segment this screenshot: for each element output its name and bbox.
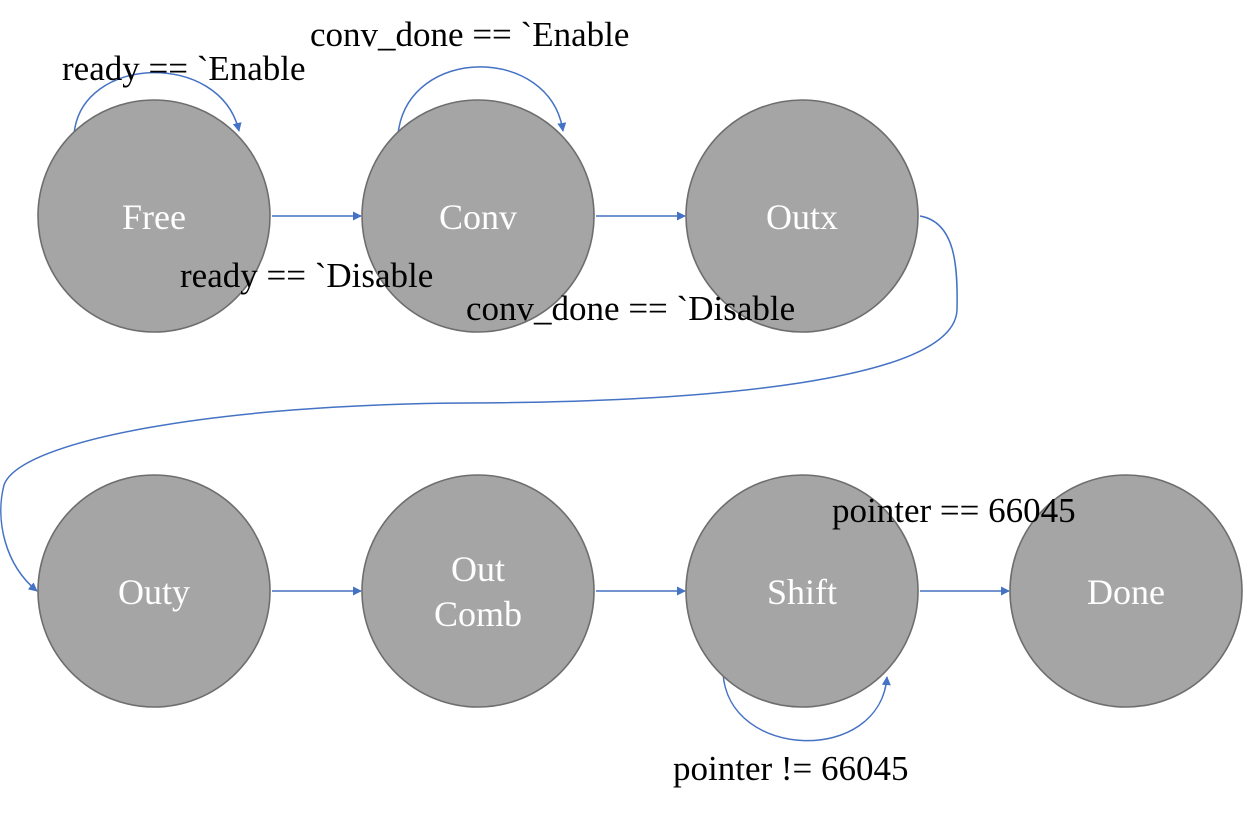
label-shift-self: pointer != 66045 <box>673 749 909 788</box>
label-shift-to-done: pointer == 66045 <box>832 491 1076 530</box>
state-outcomb-circle <box>361 474 595 708</box>
state-outcomb-label-line1: Out <box>451 549 505 589</box>
state-conv-label: Conv <box>439 197 517 237</box>
label-conv-self: conv_done == `Enable <box>310 15 629 54</box>
state-outy-circle <box>37 474 271 708</box>
state-outx-circle <box>685 99 919 333</box>
state-shift-label: Shift <box>767 572 837 612</box>
edge-shift-self <box>722 672 891 742</box>
state-outy: Outy <box>37 474 271 708</box>
state-free-label: Free <box>122 197 186 237</box>
edge-free-self <box>73 71 242 136</box>
state-free: Free <box>37 99 271 333</box>
state-done-circle <box>1009 474 1243 708</box>
edge-conv-self <box>397 66 567 135</box>
label-free-self: ready == `Enable <box>62 49 306 88</box>
state-outy-label: Outy <box>118 572 190 612</box>
label-free-to-conv: ready == `Disable <box>180 256 433 295</box>
state-outcomb: Out Comb <box>361 474 595 708</box>
state-outx: Outx <box>685 99 919 333</box>
label-conv-to-outx: conv_done == `Disable <box>466 289 795 328</box>
state-shift-circle <box>685 474 919 708</box>
state-done-label: Done <box>1087 572 1165 612</box>
state-conv: Conv <box>361 99 595 333</box>
edge-outx-to-outy <box>0 215 958 592</box>
state-done: Done <box>1009 474 1243 708</box>
state-shift: Shift <box>685 474 919 708</box>
state-conv-circle <box>361 99 595 333</box>
state-outx-label: Outx <box>766 197 838 237</box>
state-outcomb-label-line2: Comb <box>434 594 522 634</box>
state-free-circle <box>37 99 271 333</box>
